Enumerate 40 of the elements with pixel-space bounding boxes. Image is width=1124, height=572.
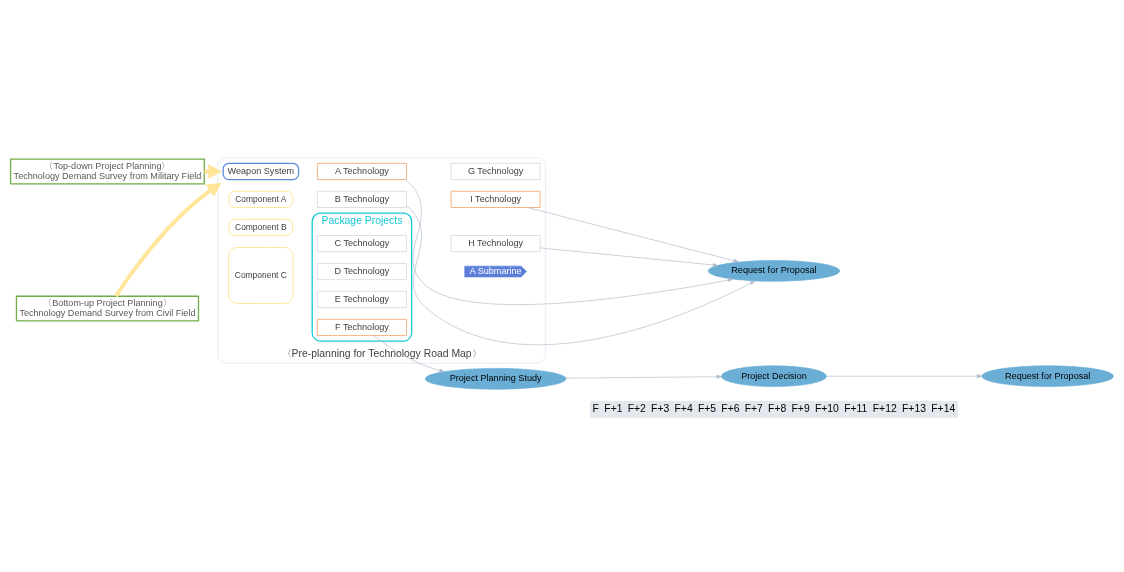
label: F+9 (791, 402, 810, 414)
node-box: Weapon System (222, 162, 300, 180)
label: F+10 (814, 402, 839, 414)
node-box: C Technology (316, 234, 407, 252)
label: F+14 (931, 402, 956, 414)
label: F+3 (651, 402, 670, 414)
arrow (406, 205, 756, 345)
label: F+5 (697, 402, 717, 414)
arrow (114, 182, 222, 297)
node-box: H Technology (450, 234, 541, 252)
node-box: A Technology (316, 162, 407, 180)
node-ellipse: Request for Proposal (981, 364, 1114, 387)
node-box: B Technology (316, 190, 407, 208)
arrow (372, 334, 445, 372)
arrow (404, 178, 734, 305)
node-box: F Technology (316, 318, 407, 336)
node-box: Component C (228, 246, 294, 304)
label: F+1 (604, 402, 623, 414)
arrow (527, 206, 739, 263)
label: F+6 (721, 402, 740, 414)
node-box: 〈Top-down Project Planning〉 Technology Demand Survey from Military Field (9, 157, 205, 184)
label: F+11 (844, 402, 868, 414)
node-box: G Technology (450, 162, 541, 180)
node-box: D Technology (316, 262, 407, 280)
node-box: I Technology (450, 190, 541, 208)
label: F+4 (674, 402, 693, 414)
node-box: Component A (228, 190, 294, 208)
node-ellipse: Project Decision (721, 364, 827, 387)
arrow (539, 247, 718, 267)
node-box: 〈Bottom-up Project Planning〉 Technology Demand Survey from Civil Field (15, 295, 200, 322)
node-box: E Technology (316, 290, 407, 308)
label: F+8 (768, 402, 787, 414)
label: F+12 (872, 402, 897, 414)
node-box: Component B (228, 218, 294, 236)
arrow (826, 373, 983, 378)
label: F (592, 402, 599, 414)
label: F+7 (744, 402, 763, 414)
label: F+2 (627, 402, 646, 414)
label: F+13 (901, 402, 926, 414)
arrow (565, 374, 722, 379)
